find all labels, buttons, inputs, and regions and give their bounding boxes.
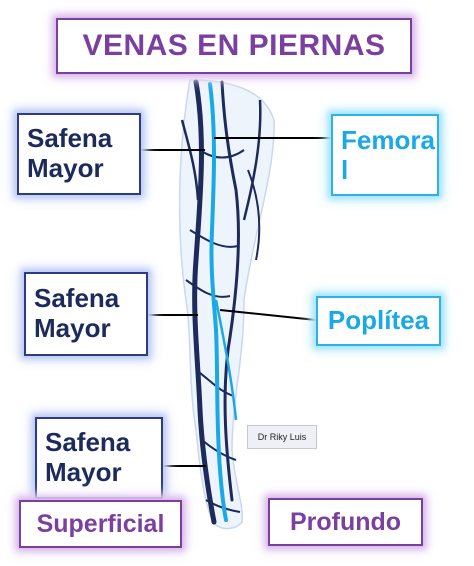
legend-profundo: Profundo — [268, 498, 423, 546]
superficial-vein-branch — [247, 169, 261, 261]
label-safena-mayor-top-text: Safena Mayor — [27, 123, 113, 183]
diagram-title-text: VENAS EN PIERNAS — [82, 28, 386, 62]
superficial-vein-branch — [242, 99, 262, 221]
superficial-vein-branch — [195, 369, 235, 397]
leader-line-poplitea — [219, 309, 317, 321]
diagram-title: VENAS EN PIERNAS — [56, 18, 412, 74]
superficial-vein-branch — [220, 80, 240, 502]
legend-superficial: Superficial — [19, 500, 182, 548]
superficial-vein-branch — [199, 149, 245, 159]
label-safena-mayor-bottom-text: Safena Mayor — [45, 427, 131, 487]
label-poplitea: Poplítea — [316, 296, 441, 346]
superficial-vein-branch — [185, 279, 231, 298]
legend-superficial-text: Superficial — [36, 509, 165, 538]
superficial-vein-branch — [180, 119, 200, 201]
superficial-vein-trunk — [192, 79, 217, 525]
label-safena-mayor-mid: Safena Mayor — [24, 272, 148, 356]
superficial-vein-branch — [189, 229, 239, 248]
label-femoral: Femora l — [331, 114, 439, 196]
legend-profundo-text: Profundo — [289, 507, 402, 536]
author-credit-text: Dr Riky Luis — [257, 432, 307, 442]
deep-vein-trunk — [208, 82, 228, 522]
label-poplitea-text: Poplítea — [327, 305, 430, 336]
label-safena-mayor-mid-text: Safena Mayor — [34, 283, 120, 343]
author-credit-badge: Dr Riky Luis — [247, 425, 317, 449]
label-safena-mayor-bottom: Safena Mayor — [35, 417, 163, 499]
label-safena-mayor-top: Safena Mayor — [17, 113, 141, 195]
label-femoral-text: Femora l — [341, 125, 435, 185]
deep-vein-branch — [214, 299, 238, 421]
